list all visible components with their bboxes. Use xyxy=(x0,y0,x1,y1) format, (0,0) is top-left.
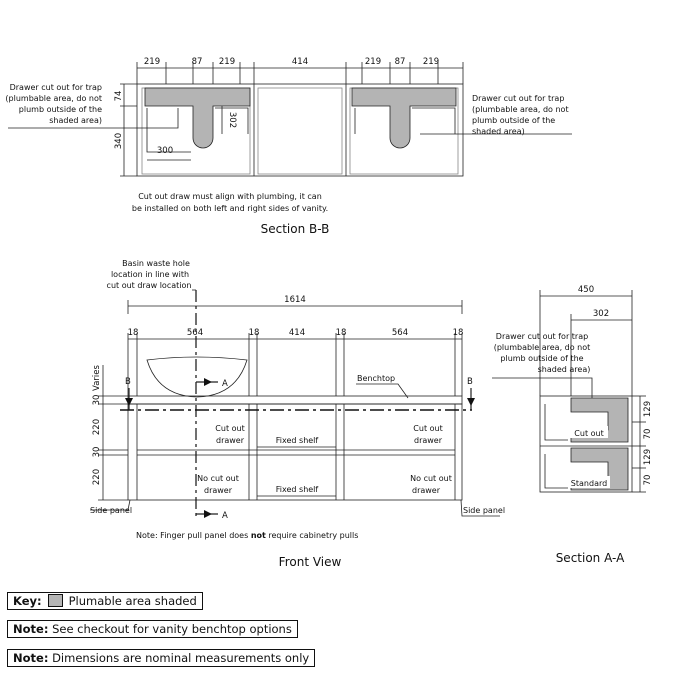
front-dim-7: 18 xyxy=(453,328,464,338)
bb-dim-1: 219 xyxy=(144,57,160,67)
aa-cut-out-label: Cut out xyxy=(574,429,603,438)
bb-right-note-line-1: Drawer cut out for trap xyxy=(472,94,564,103)
left-no-cut-out-drawer-line-1: No cut out xyxy=(197,474,239,483)
bb-left-note-line-4: shaded area) xyxy=(49,116,102,125)
front-view-title: Front View xyxy=(279,555,342,569)
section-bb-left-trap-area xyxy=(144,87,251,149)
finger-pull-note-emphasis: not xyxy=(251,531,266,540)
benchtop-label: Benchtop xyxy=(357,374,395,383)
plumable-swatch xyxy=(47,594,63,607)
section-bb-carcass xyxy=(136,83,464,177)
bb-bottom-note-line-1: Cut out draw must align with plumbing, i… xyxy=(138,192,322,201)
aa-note-line-4: shaded area) xyxy=(538,365,591,374)
aa-dim-450: 450 xyxy=(578,285,594,295)
section-bb-title: Section B-B xyxy=(261,222,330,236)
basin-note-line-2: location in line with xyxy=(111,270,189,279)
aa-note-line-1: Drawer cut out for trap xyxy=(496,332,588,341)
bb-right-note-line-3: plumb outside of the xyxy=(472,116,555,125)
section-aa-title: Section A-A xyxy=(556,551,625,565)
bb-dim-6: 87 xyxy=(395,57,406,67)
front-dim-3: 18 xyxy=(249,328,260,338)
bb-left-note-line-1: Drawer cut out for trap xyxy=(10,83,102,92)
note-2-text: Dimensions are nominal measurements only xyxy=(48,651,310,665)
note-1-text: See checkout for vanity benchtop options xyxy=(48,622,292,636)
front-dim-30-top: 30 xyxy=(92,395,102,406)
marker-a-top: A xyxy=(222,379,228,389)
front-dim-5: 18 xyxy=(336,328,347,338)
bb-dim-340: 340 xyxy=(114,133,124,149)
side-panel-left: Side panel xyxy=(90,506,132,515)
note-nominal-dimensions: Note: Dimensions are nominal measurement… xyxy=(7,649,316,667)
bb-dim-2: 87 xyxy=(192,57,203,67)
vanity-cabinet xyxy=(127,403,463,501)
note-2-label: Note: xyxy=(13,651,49,665)
marker-b-left: B xyxy=(125,377,131,387)
left-no-cut-out-drawer-line-2: drawer xyxy=(204,486,233,495)
right-cut-out-drawer-line-2: drawer xyxy=(414,436,443,445)
bb-bottom-note-line-2: be installed on both left and right side… xyxy=(132,204,328,213)
aa-dim-302: 302 xyxy=(593,309,609,319)
basin-note-line-1: Basin waste hole xyxy=(122,259,190,268)
section-aa-carcass xyxy=(539,395,633,493)
front-dim-30-mid: 30 xyxy=(92,447,102,458)
front-dim-4: 414 xyxy=(289,328,305,338)
bb-left-note-line-2: (plumbable area, do not xyxy=(5,94,102,103)
fixed-shelf-bottom: Fixed shelf xyxy=(276,485,319,494)
front-dim-220-bottom: 220 xyxy=(92,469,102,485)
bb-dim-4: 414 xyxy=(292,57,308,67)
front-dim-total: 1614 xyxy=(284,295,306,305)
bb-dim-7: 219 xyxy=(423,57,439,67)
bb-dim-74: 74 xyxy=(114,91,124,102)
finger-pull-note-label: Note: xyxy=(136,531,158,540)
bb-right-note-line-2: (plumbable area, do not xyxy=(472,105,569,114)
finger-pull-note-text-2: require cabinetry pulls xyxy=(266,531,359,540)
front-dim-220-top: 220 xyxy=(92,419,102,435)
aa-note-line-3: plumb outside of the xyxy=(500,354,583,363)
left-cut-out-drawer-line-2: drawer xyxy=(216,436,245,445)
bb-dim-5: 219 xyxy=(365,57,381,67)
note-1-label: Note: xyxy=(13,622,49,636)
benchtop xyxy=(127,395,463,405)
bb-dim-3: 219 xyxy=(219,57,235,67)
note-benchtop-options: Note: See checkout for vanity benchtop o… xyxy=(7,620,298,638)
key-text: Plumable area shaded xyxy=(68,594,197,608)
aa-dim-70-top: 70 xyxy=(643,429,653,440)
basin-outline xyxy=(146,356,248,398)
bb-left-note-line-3: plumb outside of the xyxy=(19,105,102,114)
front-dim-varies: Varies xyxy=(92,364,102,390)
front-dim-6: 564 xyxy=(392,328,408,338)
bb-dim-302: 302 xyxy=(227,112,237,128)
basin-note-line-3: cut out draw location xyxy=(107,281,192,290)
right-no-cut-out-drawer-line-1: No cut out xyxy=(410,474,452,483)
front-dim-2: 564 xyxy=(187,328,203,338)
marker-a-bottom: A xyxy=(222,511,228,521)
aa-standard-label: Standard xyxy=(571,479,607,488)
key-label: Key: xyxy=(13,594,42,608)
finger-pull-note: Note: Finger pull panel does not require… xyxy=(136,531,358,540)
bb-right-note-line-4: shaded area) xyxy=(472,127,525,136)
aa-dim-129-top: 129 xyxy=(643,401,653,417)
aa-dim-129-bottom: 129 xyxy=(643,449,653,465)
finger-pull-note-text-1: Finger pull panel does xyxy=(158,531,251,540)
side-panel-right: Side panel xyxy=(463,506,505,515)
right-cut-out-drawer-line-1: Cut out xyxy=(413,424,442,433)
aa-dim-70-bottom: 70 xyxy=(643,475,653,486)
marker-b-right: B xyxy=(467,377,473,387)
bb-dim-300: 300 xyxy=(157,146,173,156)
right-no-cut-out-drawer-line-2: drawer xyxy=(412,486,441,495)
key-box: Key: Plumable area shaded xyxy=(7,592,203,610)
front-dim-1: 18 xyxy=(128,328,139,338)
section-bb-right-trap-area xyxy=(351,87,457,149)
left-cut-out-drawer-line-1: Cut out xyxy=(215,424,244,433)
fixed-shelf-top: Fixed shelf xyxy=(276,436,319,445)
aa-note-line-2: (plumbable area, do not xyxy=(494,343,591,352)
